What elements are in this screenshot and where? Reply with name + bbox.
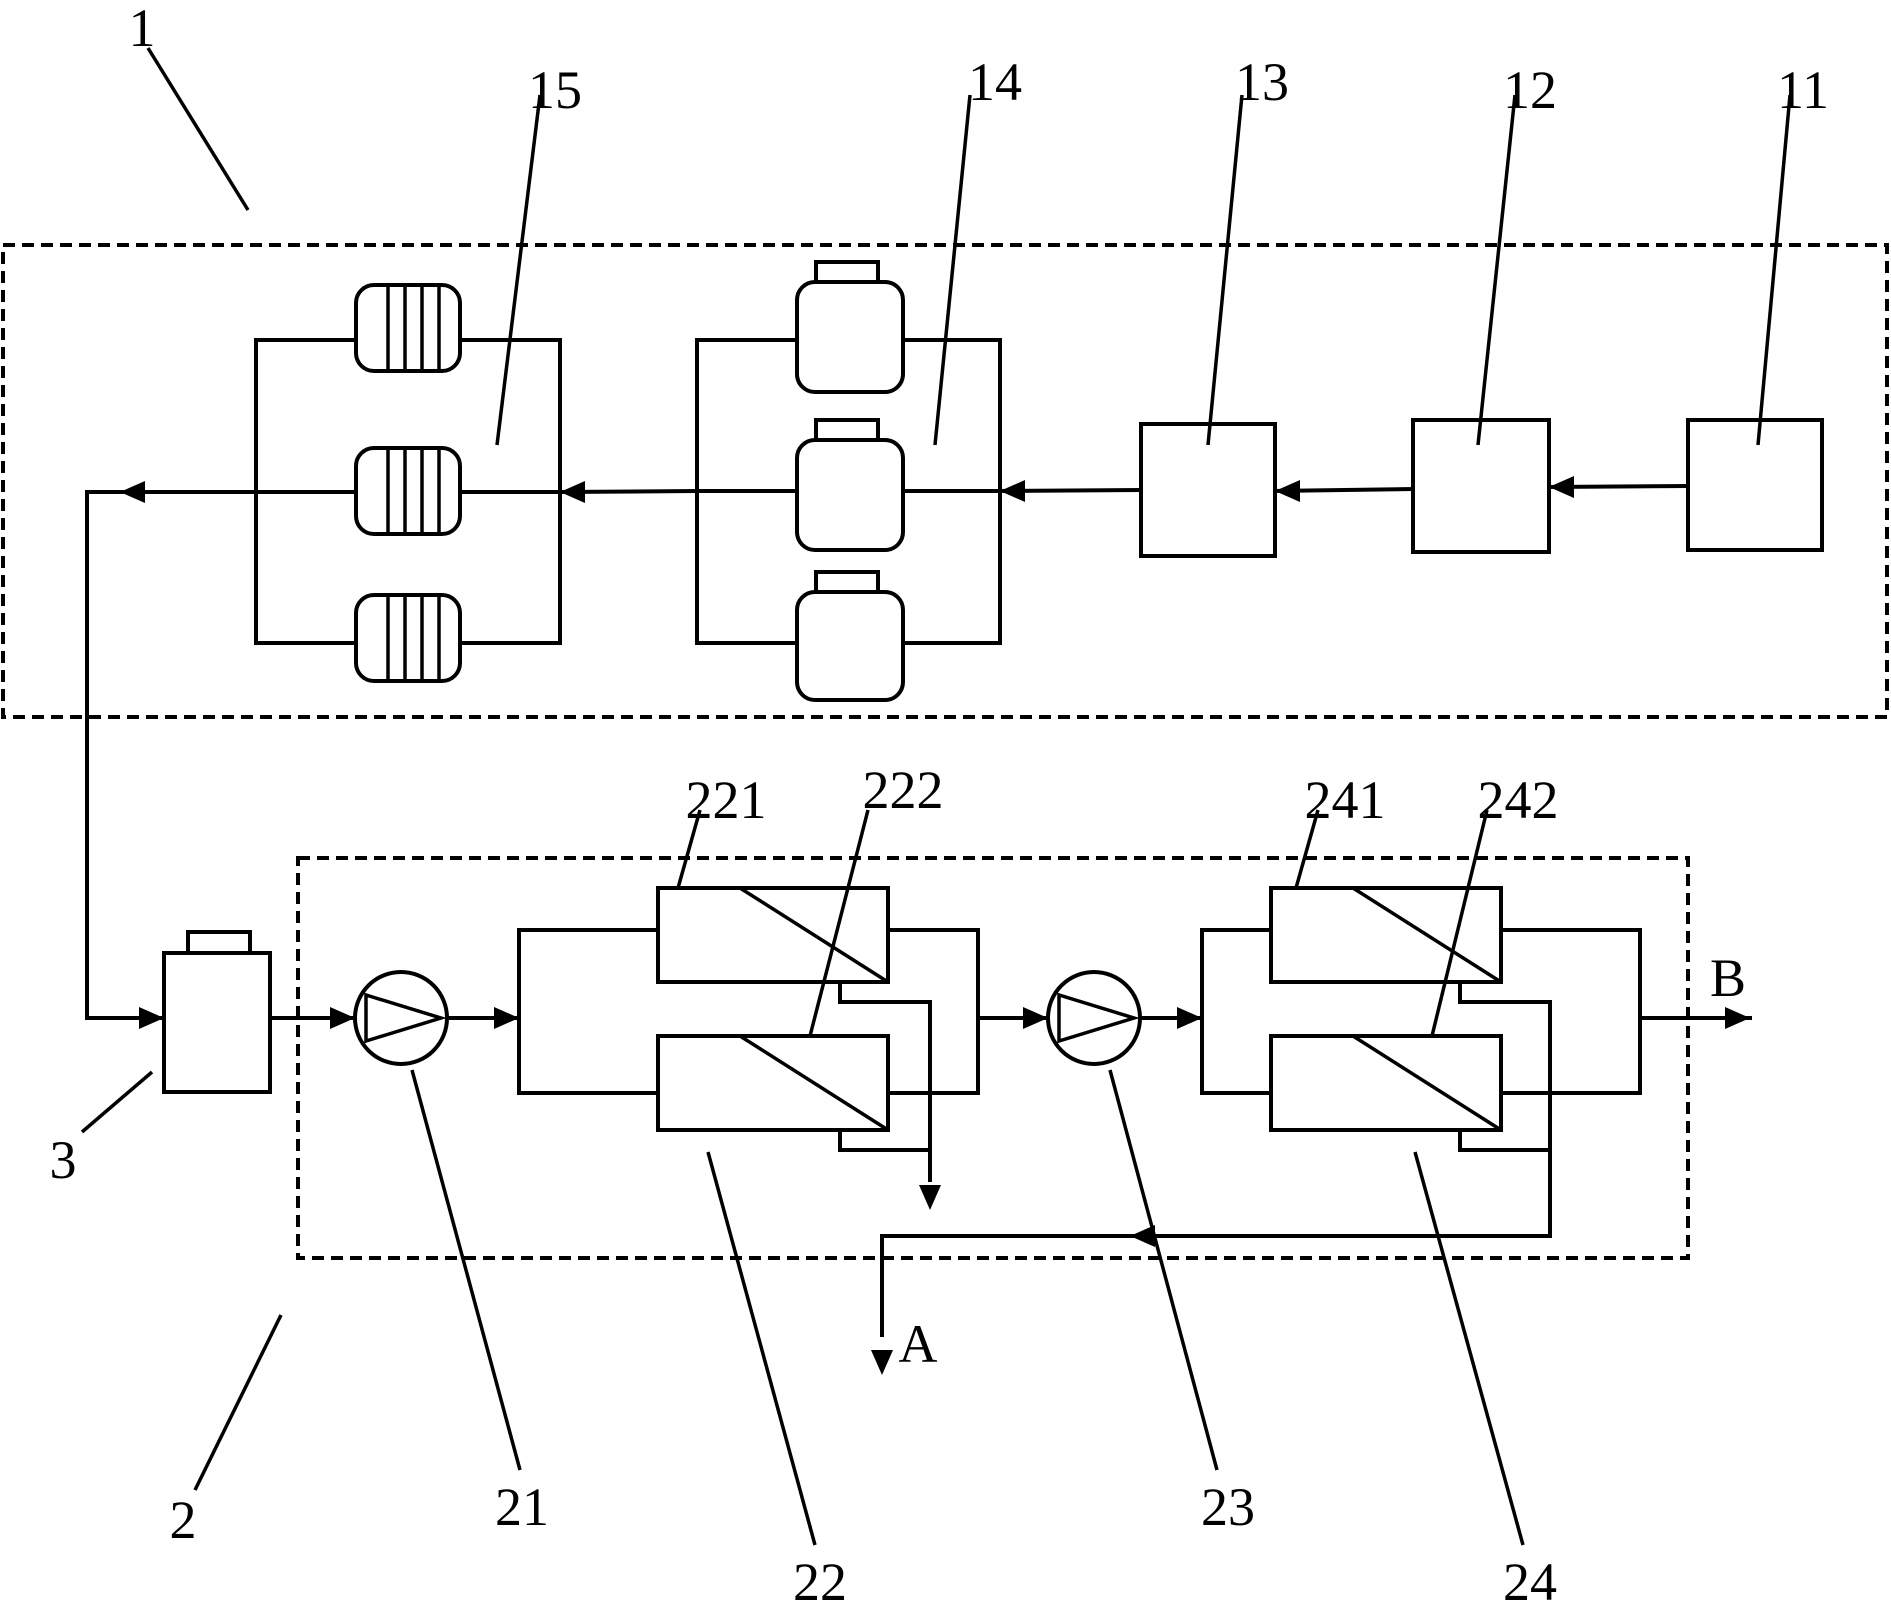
label-unit-13: 13: [1235, 52, 1289, 112]
unit-3-tank: [162, 930, 272, 1094]
flow-arrow-15-out: [120, 481, 145, 503]
pump-23: [1046, 970, 1142, 1066]
pump-21: [353, 970, 449, 1066]
label-membrane-221: 221: [686, 770, 767, 830]
label-unit-14: 14: [968, 52, 1022, 112]
label-unit-15: 15: [528, 60, 582, 120]
label-pump-23: 23: [1201, 1477, 1255, 1537]
label-membrane-241: 241: [1305, 770, 1386, 830]
unit-14-vessel-top: [795, 260, 905, 394]
label-outlet-b: B: [1710, 948, 1746, 1008]
flow-arrow-into-22: [494, 1007, 519, 1029]
leader-lines: [80, 47, 1792, 1546]
system-1-boundary: [1, 243, 1889, 719]
outlet-a-arrow: [871, 1350, 893, 1375]
label-system-2: 2: [170, 1490, 197, 1550]
unit-15-element-top: [354, 283, 462, 373]
membrane-stage-24: [1200, 886, 1642, 1238]
flow-line-15-to-3: [85, 490, 258, 1020]
unit-15-element-middle: [354, 446, 462, 536]
label-membrane-stage-22: 22: [793, 1552, 847, 1600]
membrane-242: [1269, 1034, 1503, 1132]
permeate-return-line: [880, 1234, 1552, 1337]
label-unit-3: 3: [50, 1130, 77, 1190]
unit-15-element-array: [254, 283, 562, 683]
flow-arrow-into-3: [139, 1007, 164, 1029]
label-membrane-242: 242: [1478, 770, 1559, 830]
unit-15-element-bottom: [354, 593, 462, 683]
system-2-boundary: [296, 856, 1690, 1260]
unit-14-vessel-bottom: [795, 570, 905, 702]
membrane-241: [1269, 886, 1503, 984]
membrane-stage-22: [517, 886, 980, 1182]
flow-arrow-13-14: [1000, 480, 1025, 502]
flow-arrow-into-23: [1023, 1007, 1048, 1029]
label-outlet-a: A: [899, 1314, 938, 1374]
permeate-arrow-22: [919, 1185, 941, 1210]
flow-arrow-12-13: [1275, 480, 1300, 502]
outlet-b-arrow: [1725, 1007, 1750, 1029]
unit-14-vessel-middle: [795, 418, 905, 552]
flow-arrow-14-15: [560, 481, 585, 503]
flow-arrow-11-12: [1549, 476, 1574, 498]
flow-arrow-into-21: [330, 1007, 355, 1029]
unit-13-box: [1139, 422, 1277, 558]
unit-11-box: [1686, 418, 1824, 552]
label-membrane-222: 222: [863, 760, 944, 820]
label-membrane-stage-24: 24: [1503, 1552, 1557, 1600]
label-pump-21: 21: [495, 1477, 549, 1537]
label-unit-11: 11: [1777, 60, 1829, 120]
unit-14-vessel-array: [695, 260, 1002, 702]
unit-12-box: [1411, 418, 1551, 554]
label-unit-12: 12: [1503, 60, 1557, 120]
permeate-return-arrow: [1130, 1225, 1155, 1247]
membrane-221: [656, 886, 890, 984]
membrane-222: [656, 1034, 890, 1132]
label-system-1: 1: [129, 0, 156, 58]
flow-arrow-into-24: [1177, 1007, 1202, 1029]
